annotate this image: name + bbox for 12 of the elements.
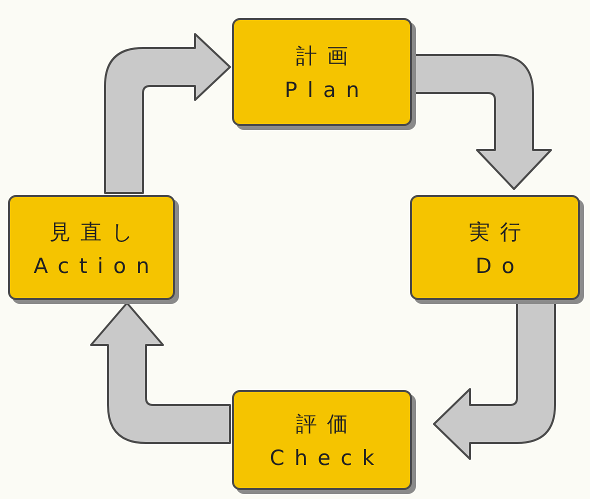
block-arrow bbox=[104, 33, 231, 194]
heading-text: 実行 bbox=[468, 218, 531, 246]
block-arrow bbox=[413, 54, 552, 190]
heading-text: 評価 bbox=[295, 411, 358, 438]
block-arrow bbox=[433, 301, 556, 460]
heading-text: 計画 bbox=[295, 43, 358, 70]
label-text: Action bbox=[32, 254, 160, 278]
label-text: Check bbox=[268, 446, 384, 470]
label-text: Do bbox=[474, 254, 525, 278]
block-arrow bbox=[90, 302, 231, 444]
label-text: Plan bbox=[284, 78, 370, 102]
heading-text: 見直し bbox=[48, 218, 144, 246]
